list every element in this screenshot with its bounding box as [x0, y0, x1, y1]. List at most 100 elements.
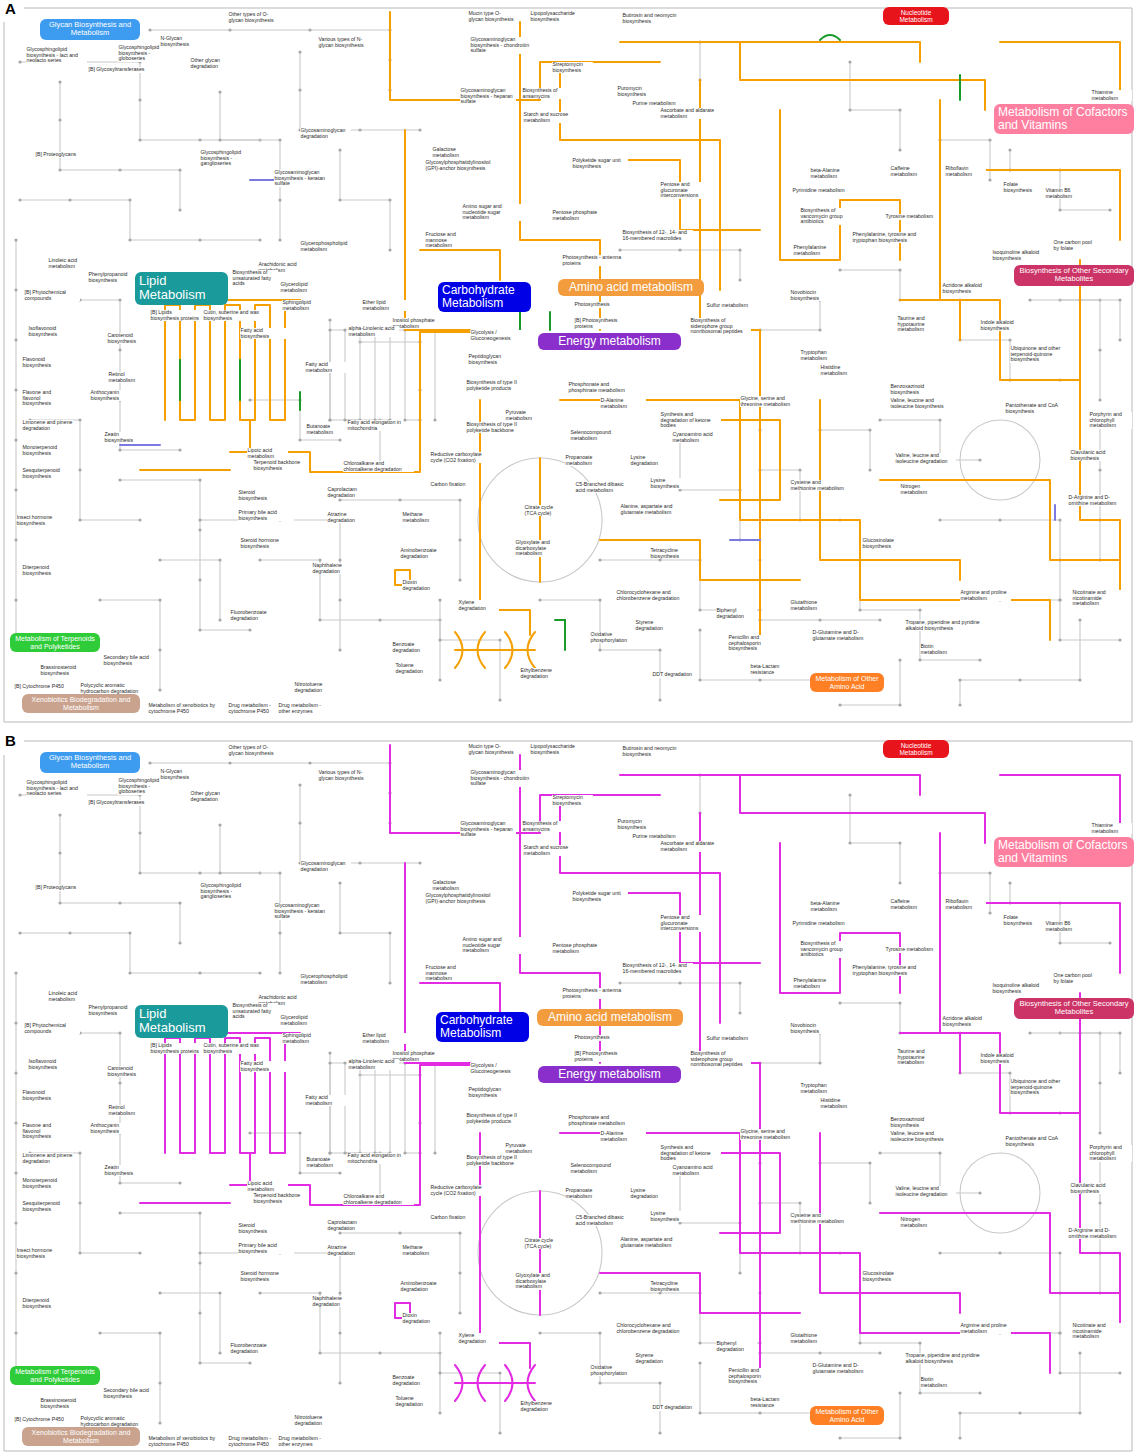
pathway-label: Sphingolipid metabolism — [282, 300, 328, 311]
pathway-label: Pentose and glucuronate interconversions — [660, 182, 716, 199]
category-box: Metabolism of Other Amino Acid — [810, 673, 884, 692]
pathway-label: Folate biosynthesis — [1003, 915, 1044, 926]
category-box: Energy metabolism — [538, 1066, 681, 1083]
pathway-label: D-Alanine metabolism — [600, 1131, 646, 1142]
pathway-label: Glycosaminoglycan biosynthesis - keratan… — [274, 170, 330, 187]
pathway-label: Limonene and pinene degradation — [22, 1153, 73, 1164]
pathway-label: Propanoate metabolism — [565, 1188, 611, 1199]
pathway-label: Lysine biosynthesis — [650, 1211, 691, 1222]
pathway-label: Glycosaminoglycan biosynthesis - heparan… — [460, 821, 516, 838]
pathway-label: Cutin, suberine and wax biosynthesis — [203, 1043, 264, 1054]
pathway-label: Drug metabolism - cytochrome P450 — [228, 1436, 274, 1447]
pathway-label: One carbon pool by folate — [1053, 973, 1094, 984]
category-box: Glycan Biosynthesis and Metabolism — [40, 752, 140, 773]
pathway-label: Carotenoid biosynthesis — [107, 1066, 153, 1077]
pathway-label: Acridone alkaloid biosynthesis — [942, 283, 998, 294]
pathway-label: Glycerolipid metabolism — [280, 1015, 326, 1026]
pathway-label: Tropane, piperidine and pyridine alkaloi… — [905, 620, 991, 631]
pathway-label: Limonene and pinene degradation — [22, 420, 73, 431]
pathway-label: Monoterpenoid biosynthesis — [22, 445, 68, 456]
pathway-label: beta-Lactam resistance — [750, 1397, 791, 1408]
pathway-label: Biotin metabolism — [920, 1377, 961, 1388]
pathway-label: Caprolactam degradation — [327, 1220, 373, 1231]
pathway-label: Propanoate metabolism — [565, 455, 611, 466]
pathway-label: Steroid biosynthesis — [238, 490, 284, 501]
pathway-label: Linoleic acid metabolism — [48, 991, 89, 1002]
pathway-label: Oxidative phosphorylation — [590, 1365, 636, 1376]
pathway-label: Glutathione metabolism — [790, 600, 836, 611]
pathway-label: Biosynthesis of 12-, 14- and 16-membered… — [622, 230, 693, 241]
map-graphic — [16, 12, 1120, 705]
pathway-label: Fatty acid metabolism — [305, 1095, 346, 1106]
map-graphic — [179, 360, 181, 400]
pathway-label: Ubiquinone and other terpenoid-quinone b… — [1010, 1079, 1076, 1096]
pathway-label: Drug metabolism - other enzymes — [278, 1436, 324, 1447]
pathway-label: Biosynthesis of ansamycins — [522, 821, 563, 832]
pathway-label: Other types of O-glycan biosynthesis — [228, 12, 279, 23]
pathway-label: Secondary bile acid biosynthesis — [103, 1388, 154, 1399]
pathway-label: Phenylpropanoid biosynthesis — [88, 272, 134, 283]
pathway-label: Valine, leucine and isoleucine biosynthe… — [890, 398, 956, 409]
pathway-label: Taurine and hypotaurine metabolism — [897, 316, 948, 333]
pathway-label: Glycosaminoglycan biosynthesis - chondro… — [470, 770, 531, 787]
pathway-label: Tropane, piperidine and pyridine alkaloi… — [905, 1353, 991, 1364]
pathway-label: D-Arginine and D-ornithine metabolism — [1068, 1228, 1124, 1239]
pathway-label: Streptomycin biosynthesis — [552, 795, 593, 806]
pathway-label: Biotin metabolism — [920, 644, 961, 655]
pathway-label: Reductive carboxylate cycle (CO2 fixatio… — [430, 452, 491, 463]
pathway-label: Metabolism of xenobiotics by cytochrome … — [148, 703, 219, 714]
pathway-label: Terpenoid backbone biosynthesis — [253, 1193, 304, 1204]
pathway-label: Sulfur metabolism — [706, 303, 749, 309]
map-graphic — [1054, 505, 1056, 520]
pathway-label: Purine metabolism — [632, 834, 676, 840]
pathway-label: Starch and sucrose metabolism — [523, 112, 574, 123]
pathway-label: Chlorocyclohexane and chlorobenzene degr… — [616, 590, 697, 601]
pathway-label: Ascorbate and aldarate metabolism — [660, 108, 716, 119]
pathway-label: Dioxin degradation — [402, 1313, 443, 1324]
pathway-label: Carbon fixation — [430, 482, 466, 488]
category-box: Carbohydrate Metabolism — [436, 1012, 529, 1042]
pathway-label: [B] Lipids biosynthesis proteins — [150, 310, 201, 321]
category-label: Nucleotide Metabolism — [887, 9, 945, 23]
pathway-label: DDT degradation — [652, 672, 692, 678]
pathway-label: Clavulanic acid biosynthesis — [1070, 450, 1126, 461]
pathway-label: Isoquinoline alkaloid biosynthesis — [992, 250, 1053, 261]
pathway-label: Riboflavin metabolism — [945, 899, 986, 910]
pathway-label: Nitrotoluene degradation — [294, 682, 335, 693]
pathway-label: Linoleic acid metabolism — [48, 258, 89, 269]
pathway-label: Pentose phosphate metabolism — [552, 943, 598, 954]
pathway-label: Pyrimidine metabolism — [792, 921, 845, 927]
category-label: Biosynthesis of Other Secondary Metaboli… — [1018, 1000, 1130, 1017]
pathway-label: Biosynthesis of type II polyketide backb… — [466, 422, 527, 433]
pathway-label: [B] Glycosyltransferases — [88, 67, 145, 73]
pathway-label: Glycosphingolipid biosynthesis - ganglio… — [200, 883, 256, 900]
pathway-label: Synthesis and degradation of ketone bodi… — [660, 412, 721, 429]
pathway-label: Ascorbate and aldarate metabolism — [660, 841, 716, 852]
pathway-label: D-Alanine metabolism — [600, 398, 646, 409]
pathway-label: Phenylalanine, tyrosine and tryptophan b… — [852, 965, 933, 976]
pathway-label: Valine, leucine and isoleucine degradati… — [895, 453, 956, 464]
pathway-label: Chlorocyclohexane and chlorobenzene degr… — [616, 1323, 697, 1334]
pathway-label: Indole alkaloid biosynthesis — [980, 320, 1026, 331]
map-graphic — [959, 75, 961, 100]
pathway-label: Chloroalkane and chloroalkene degradatio… — [343, 1194, 414, 1205]
pathway-label: Cysteine and methionine metabolism — [790, 480, 846, 491]
category-label: Energy metabolism — [542, 335, 677, 348]
pathway-label: Lipoic acid metabolism — [247, 448, 288, 459]
pathway-label: Butirosin and neomycin biosynthesis — [622, 746, 678, 757]
pathway-label: Amino sugar and nucleotide sugar metabol… — [462, 937, 523, 954]
pathway-label: Fluorobenzoate degradation — [230, 610, 276, 621]
pathway-label: Arginine and proline metabolism — [960, 590, 1011, 601]
pathway-label: Biosynthesis of vancomycin group antibio… — [800, 208, 861, 225]
pathway-label: Histidine metabolism — [820, 365, 866, 376]
pathway-label: Insect hormone biosynthesis — [16, 515, 62, 526]
category-label: Lipid Metabolism — [139, 1007, 224, 1036]
pathway-label: Fructose and mannose metabolism — [425, 232, 471, 249]
pathway-label: Pantothenate and CoA biosynthesis — [1005, 1136, 1061, 1147]
pathway-label: Sulfur metabolism — [706, 1036, 749, 1042]
pathway-label: Tyrosine metabolism — [885, 214, 934, 220]
pathway-label: alpha-Linolenic acid metabolism — [348, 326, 399, 337]
pathway-label: Phosphonate and phosphinate metabolism — [568, 1115, 629, 1126]
pathway-label: Methane metabolism — [402, 1245, 443, 1256]
